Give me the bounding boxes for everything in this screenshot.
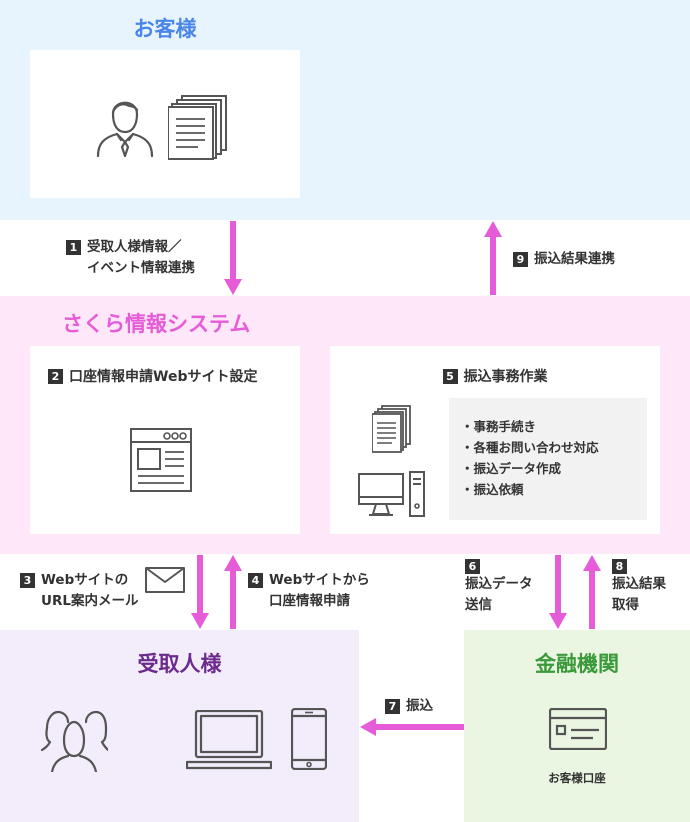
step3-text-line1: Webサイトの — [41, 572, 129, 588]
step6-number: 6 — [465, 559, 480, 574]
step1-number: 1 — [66, 240, 81, 255]
list-item: 事務手続き — [461, 416, 647, 437]
work-panel-title-text: 振込事務作業 — [463, 369, 548, 385]
step6-text-line2: 送信 — [465, 597, 492, 613]
arrow-step4 — [223, 555, 243, 630]
system-title: さくら情報システム — [62, 312, 251, 336]
step7-text: 振込 — [406, 698, 433, 714]
step9-text: 振込結果連携 — [534, 251, 615, 267]
setup-panel-title: 2 口座情報申請Webサイト設定 — [48, 366, 257, 386]
step9-number: 9 — [513, 252, 528, 267]
arrow-step3 — [190, 555, 210, 630]
bank-zone — [464, 630, 690, 822]
step1-text-line1: 受取人様情報／ — [87, 239, 182, 255]
list-item: 振込依頼 — [461, 479, 647, 500]
step7-number: 7 — [385, 699, 400, 714]
customer-account-label: お客様口座 — [548, 771, 606, 785]
step3-number: 3 — [20, 573, 35, 588]
arrow-step1 — [223, 221, 243, 296]
step3-text-line2: URL案内メール — [41, 593, 139, 609]
bank-title: 金融機関 — [535, 652, 619, 676]
step4-number: 4 — [248, 573, 263, 588]
step3-label: 3 Webサイトの URL案内メール — [20, 570, 138, 612]
mail-icon — [145, 567, 185, 593]
documents-icon — [168, 94, 230, 160]
work-documents-icon — [372, 405, 412, 453]
recipient-title: 受取人様 — [137, 652, 222, 676]
customer-title: お客様 — [133, 17, 197, 41]
arrow-step8 — [582, 555, 602, 630]
recipient-zone — [0, 630, 359, 822]
step4-text-line1: Webサイトから — [269, 572, 370, 588]
step8-text-line2: 取得 — [612, 597, 639, 613]
step6-text-line1: 振込データ — [465, 576, 533, 592]
list-item: 振込データ作成 — [461, 458, 647, 479]
step1-label: 1 受取人様情報／ イベント情報連携 — [66, 237, 195, 279]
smartphone-icon — [291, 708, 327, 770]
step8-number: 8 — [612, 559, 627, 574]
work-task-list: 事務手続き 各種お問い合わせ対応 振込データ作成 振込依頼 — [449, 398, 647, 520]
step8-text-line1: 振込結果 — [612, 576, 666, 592]
list-item: 各種お問い合わせ対応 — [461, 437, 647, 458]
step4-text-line2: 口座情報申請 — [269, 593, 350, 609]
desktop-computer-icon — [358, 470, 430, 518]
people-icon — [40, 706, 108, 772]
bankbook-icon — [549, 708, 607, 750]
businessperson-icon — [92, 90, 158, 158]
step5-number: 5 — [442, 368, 458, 384]
step6-label: 6 振込データ 送信 — [465, 559, 533, 616]
webpage-icon — [130, 428, 192, 492]
setup-panel — [30, 346, 300, 534]
arrow-step9 — [483, 221, 503, 296]
laptop-icon — [186, 710, 272, 770]
work-panel-title: 5 振込事務作業 — [330, 366, 660, 386]
step2-number: 2 — [48, 368, 63, 384]
step1-text-line2: イベント情報連携 — [87, 260, 195, 276]
step9-label: 9 振込結果連携 — [513, 249, 615, 270]
step4-label: 4 Webサイトから 口座情報申請 — [248, 570, 370, 612]
step7-label: 7 振込 — [385, 696, 433, 717]
setup-panel-title-text: 口座情報申請Webサイト設定 — [69, 369, 258, 385]
arrow-step7 — [360, 717, 464, 737]
step8-label: 8 振込結果 取得 — [612, 559, 666, 616]
customer-panel — [30, 50, 300, 198]
arrow-step6 — [548, 555, 568, 630]
